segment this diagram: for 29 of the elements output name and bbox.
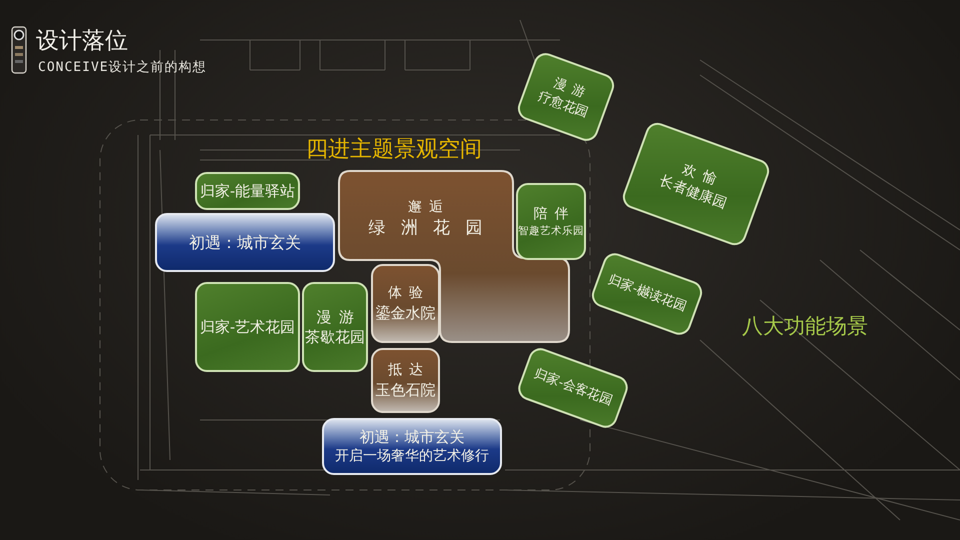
box-heading: 抵达 [387,360,430,380]
box-label: 归家-艺术花园 [200,316,296,338]
entrance-box [322,418,502,475]
box-label: 开启一场奢华的艺术修行 [335,447,489,466]
box-heading: 陪伴 [532,204,576,224]
subtitle: CONCEIVE设计之前的构想 [38,59,207,76]
garden-box [516,183,586,260]
box-label: 茶歇花园 [305,327,365,348]
box-label: 归家-会客花园 [531,366,615,410]
garden-box [302,282,368,372]
garden-box [195,172,300,210]
box-label: 归家-樾读花园 [605,272,689,316]
box-label: 智趣艺术乐园 [518,224,584,238]
box-label: 归家-能量驿站 [200,180,296,202]
box-heading: 体验 [387,284,430,303]
box-label: 绿洲花园 [368,216,499,240]
courtyard-box [371,264,440,343]
courtyard-box [371,348,440,413]
section-heading: 八大功能场景 [742,313,868,340]
title-heading: 设计落位 [36,27,128,56]
section-heading: 四进主题景观空间 [306,136,482,164]
entrance-box [155,213,335,272]
garden-box [195,282,300,372]
box-label: 初遇：城市玄关 [360,426,464,448]
box-label: 玉色石院 [376,380,436,400]
box-heading: 邂逅 [407,198,451,217]
box-heading: 漫游 [315,306,362,327]
box-label: 鎏金水院 [376,302,436,324]
box-label: 初遇：城市玄关 [189,232,301,254]
